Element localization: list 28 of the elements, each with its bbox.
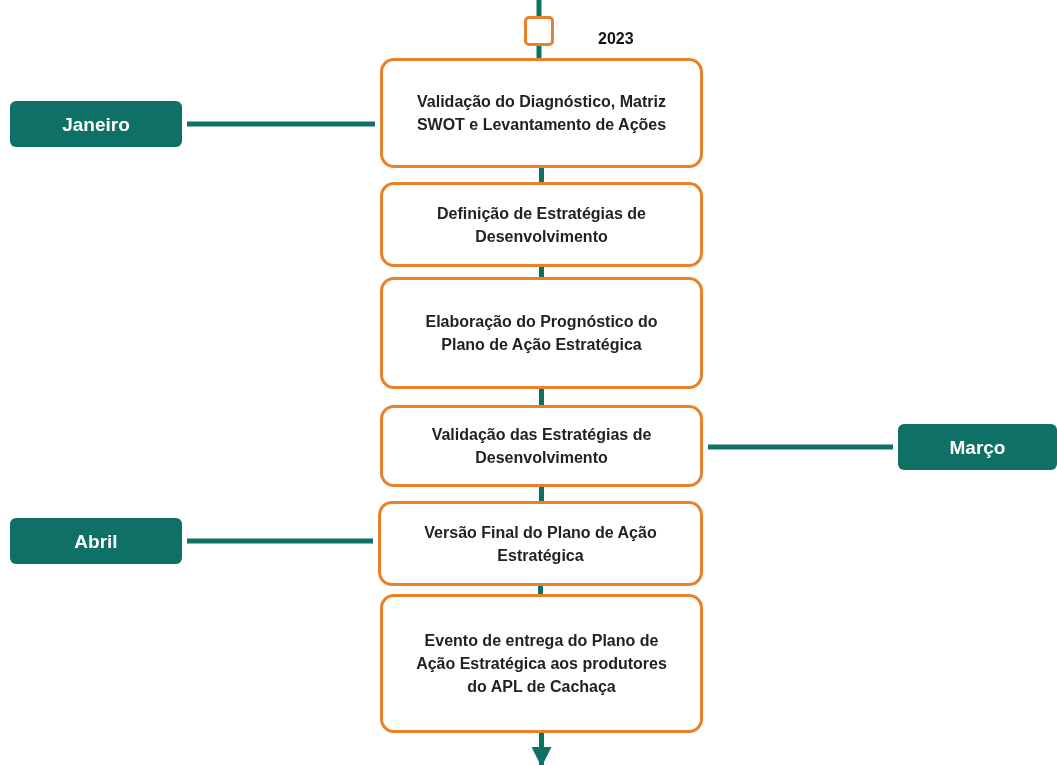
connector-line — [536, 46, 542, 58]
connector-line — [536, 0, 542, 16]
step-label: Elaboração do Prognóstico do Plano de Ação Estratégica — [424, 312, 659, 355]
step-label: Validação das Estratégias de Desenvolvimento — [430, 425, 653, 468]
connector-line — [539, 168, 544, 182]
step-label: Validação do Diagnóstico, Matriz SWOT e Levantamento de Ações — [415, 92, 668, 135]
connector-line — [708, 444, 893, 450]
connector-line — [187, 538, 373, 544]
step-box — [380, 405, 703, 487]
step-box — [380, 594, 703, 733]
connector-line — [187, 121, 375, 127]
step-label: Evento de entrega do Plano de Ação Estratégica aos produtores do APL de Cachaça — [415, 631, 668, 697]
connector-line — [539, 487, 544, 501]
step-box — [380, 277, 703, 389]
month-tag: Março — [898, 424, 1057, 470]
month-tag: Janeiro — [10, 101, 182, 147]
connector-line — [538, 586, 543, 594]
month-tag: Abril — [10, 518, 182, 564]
connector-line — [539, 267, 544, 277]
step-label: Definição de Estratégias de Desenvolvimento — [436, 203, 647, 247]
year-label: 2023 — [598, 30, 634, 48]
step-label: Versão Final do Plano de Ação Estratégica — [423, 522, 658, 566]
step-box — [380, 182, 703, 267]
arrow — [531, 733, 552, 765]
connector-line — [539, 389, 544, 405]
step-box — [378, 501, 703, 586]
timeline-marker — [524, 16, 554, 46]
step-box — [380, 58, 703, 168]
